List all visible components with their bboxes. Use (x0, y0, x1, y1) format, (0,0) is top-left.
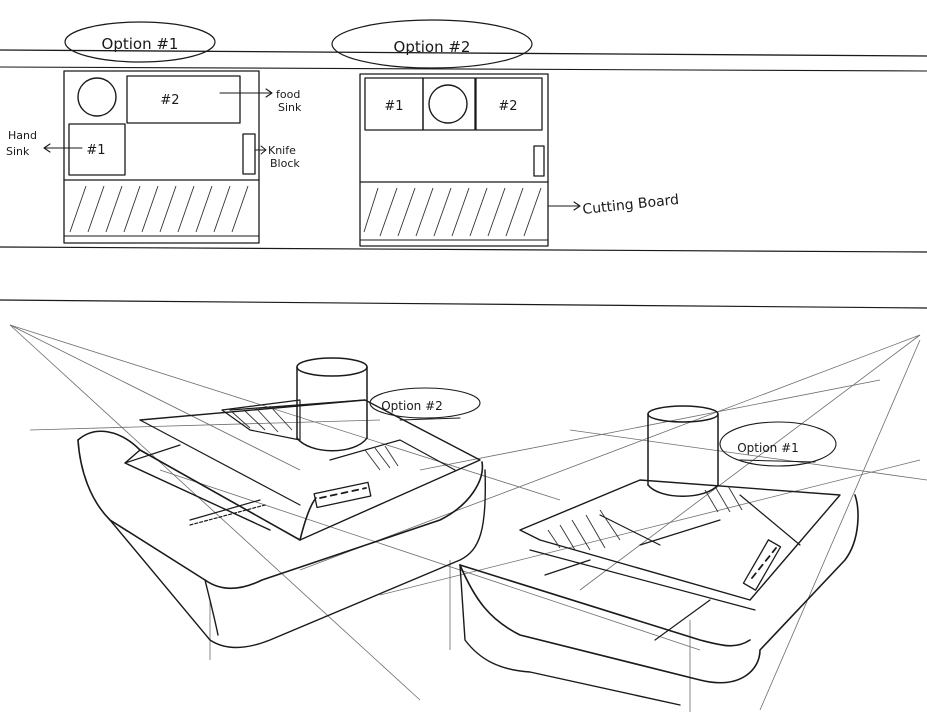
knife-block-label: Knife (268, 144, 296, 157)
right-cart-label: Option #1 (719, 421, 837, 467)
cutting-board-hatch (69, 185, 249, 233)
cutting-board-hatch (363, 187, 542, 237)
option1-title-text: Option #1 (102, 35, 179, 53)
right-cart-perspective (459, 405, 859, 706)
compartment-label: #2 (160, 93, 179, 108)
arrow-icon (43, 143, 83, 153)
compartment-label: #1 (384, 99, 403, 114)
arrow-icon (547, 201, 581, 211)
knife-block (313, 481, 372, 509)
left-cart-label: Option #2 (369, 387, 481, 421)
food-sink-label: food (276, 88, 300, 101)
left-cart-label-text: Option #2 (381, 399, 443, 413)
drain-icon (428, 84, 468, 124)
hand-sink-label: Sink (6, 145, 30, 158)
option1-title: Option #1 (64, 21, 216, 63)
hand-sink-label: Hand (8, 129, 37, 142)
knife-block (533, 145, 545, 177)
option1-plan: #2 #1 food Sink Hand Sink Knife Block (6, 70, 302, 244)
arrow-icon (254, 145, 267, 155)
sink-compartment (475, 77, 543, 131)
hand-sink-compartment (68, 123, 126, 176)
drain-icon (77, 77, 117, 117)
compartment-label: #2 (498, 99, 517, 114)
section-divider (0, 299, 927, 309)
food-sink-compartment (126, 75, 241, 124)
right-cart-label-text: Option #1 (737, 441, 799, 455)
option2-title-text: Option #2 (394, 38, 471, 56)
left-cart-perspective (77, 357, 487, 649)
knife-block-label: Block (270, 157, 300, 170)
compartment-label: #1 (86, 143, 105, 158)
top-view-strip (0, 49, 927, 253)
food-sink-label: Sink (278, 101, 302, 114)
arrow-icon (219, 88, 273, 98)
knife-block (742, 539, 782, 591)
knife-block (242, 133, 256, 175)
option2-title: Option #2 (331, 19, 533, 69)
